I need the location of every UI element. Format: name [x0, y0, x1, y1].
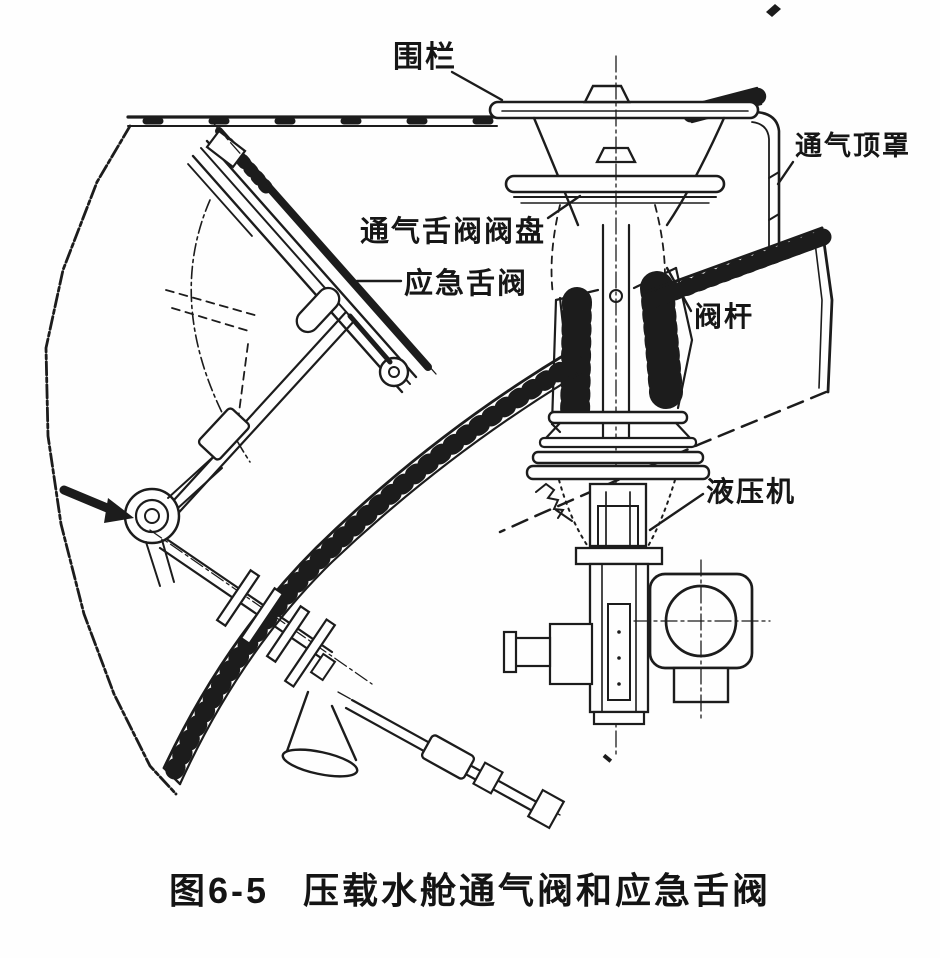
figure-caption: 图6-5 压载水舱通气阀和应急舌阀: [0, 862, 940, 914]
figure-caption-title: 压载水舱通气阀和应急舌阀: [303, 870, 772, 911]
label-emergency-flap-valve: 应急舌阀: [404, 266, 528, 300]
label-hydraulic-machine: 液压机: [706, 476, 796, 507]
stem-bell-flanges: [531, 410, 705, 465]
label-vent-flap-valve-disc: 通气舌阀阀盘: [360, 214, 546, 248]
label-valve-stem: 阀杆: [694, 301, 754, 332]
vent-head: [488, 84, 760, 296]
leader-lines: [355, 70, 795, 532]
label-fence: 围栏: [393, 41, 457, 74]
label-vent-top-cover: 通气顶罩: [795, 131, 911, 161]
vent-flap-valve-disc: [504, 146, 726, 204]
scan-speck: [602, 4, 781, 763]
hydraulic-actuator: [502, 464, 771, 726]
annotation-labels: 围栏 通气顶罩 通气舌阀阀盘 应急舌阀 阀杆 液压机: [360, 41, 911, 507]
emergency-flap-valve-group: [165, 123, 437, 463]
figure-caption-number: 图6-5: [168, 870, 270, 911]
vent-hood-wall: [751, 110, 781, 254]
tank-top-plating: [162, 296, 584, 786]
operating-linkage: [59, 286, 566, 830]
hull-outline: [44, 124, 178, 796]
